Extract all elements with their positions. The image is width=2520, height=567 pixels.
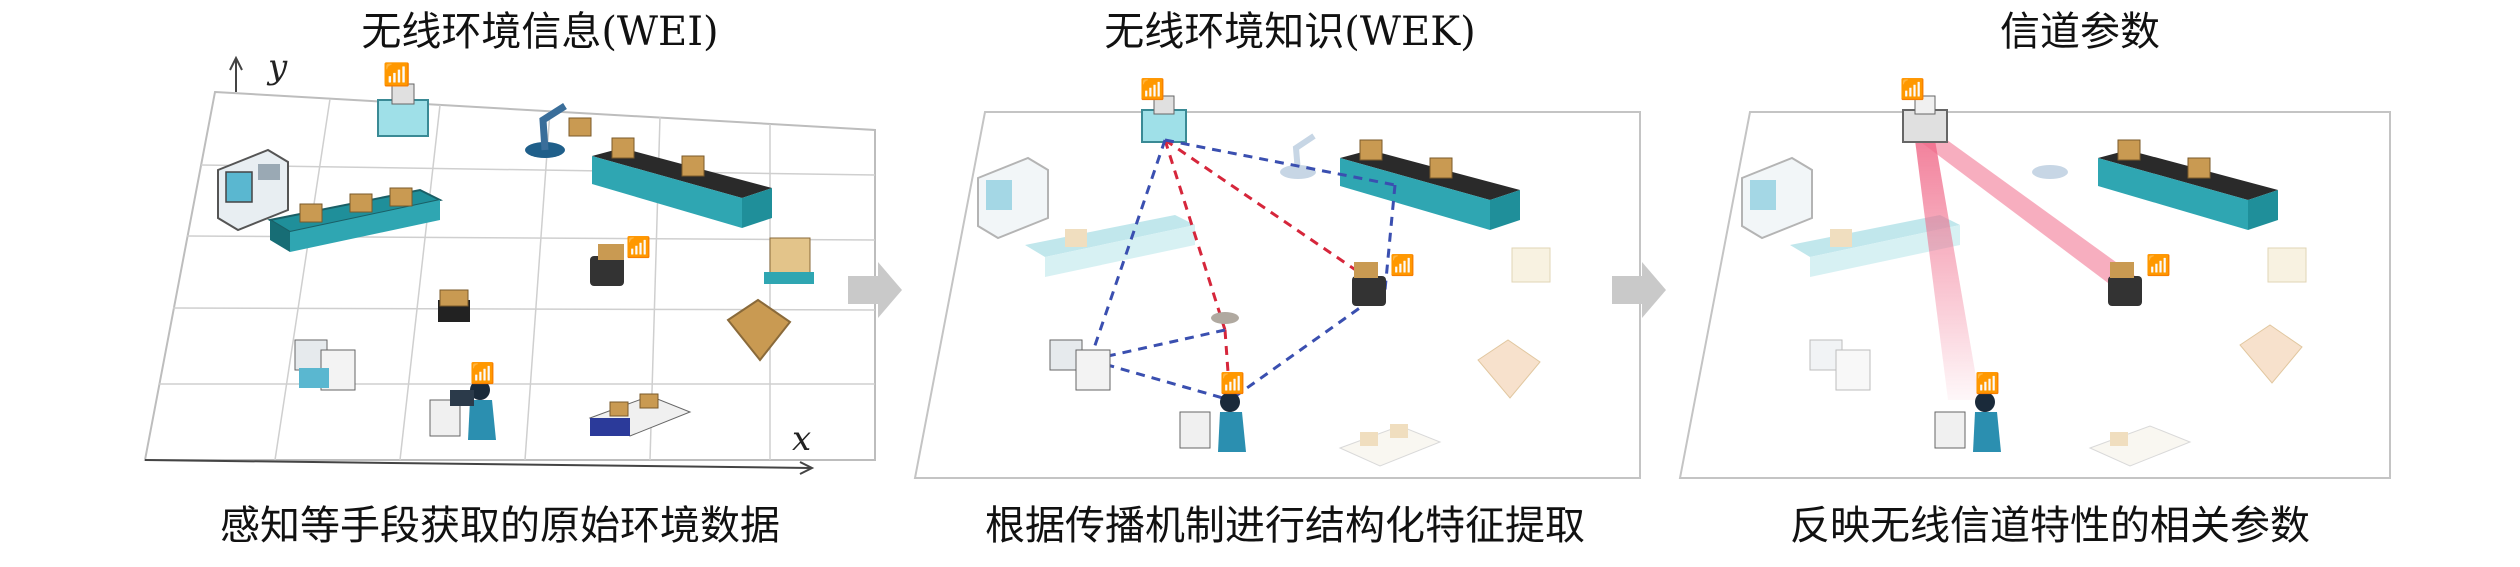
flow-arrow-2 xyxy=(1612,262,1666,318)
box-cart-bottom xyxy=(588,393,692,437)
robot-arm-faded xyxy=(2032,165,2068,179)
y-axis-label: y xyxy=(266,47,288,87)
x-axis-label: x xyxy=(792,419,811,459)
wifi-icon: 📶 xyxy=(1390,253,1415,277)
access-point-device xyxy=(377,83,429,137)
conveyor-faded xyxy=(1790,215,1960,277)
conveyor-belt-right xyxy=(2098,139,2278,230)
panel-1-title: 无线环境信息(WEI) xyxy=(361,9,719,55)
computer-terminal xyxy=(294,339,356,391)
panel-2-scene: 📶 📶 📶 xyxy=(913,77,1641,479)
conveyor-belt-right xyxy=(1340,139,1520,230)
cnc-machine-faded xyxy=(977,156,1049,240)
wifi-icon: 📶 xyxy=(470,361,495,385)
conveyor-belt-right xyxy=(592,137,772,228)
panel-3-scene: 📶 📶 📶 xyxy=(1678,77,2391,479)
propagation-links xyxy=(1088,138,1397,402)
operator-desk xyxy=(1934,392,2001,452)
wifi-icon: 📶 xyxy=(1220,371,1245,395)
wifi-icon: 📶 xyxy=(1140,77,1165,101)
link-red-2 xyxy=(1164,138,1386,292)
link-red-1 xyxy=(1163,139,1227,331)
conveyor-faded xyxy=(1025,215,1195,277)
wifi-icon: 📶 xyxy=(1975,371,2000,395)
link-red-3 xyxy=(1223,329,1232,401)
box-cart-faded xyxy=(1338,424,1442,467)
cnc-machine-faded xyxy=(1741,156,1813,240)
computer-faded xyxy=(1809,339,1871,391)
pyramid-box-faded xyxy=(1477,339,1541,399)
box-faded xyxy=(2267,247,2307,283)
agv-robot xyxy=(1352,262,1386,306)
reflector-disc xyxy=(1211,312,1239,324)
pyramid-box-faded xyxy=(2239,324,2303,384)
link-blue-4 xyxy=(1089,358,1231,402)
box-cart-faded xyxy=(2088,425,2192,467)
beam-to-operator xyxy=(1915,140,1980,400)
cart-boxes xyxy=(764,237,814,284)
agv-robot xyxy=(2108,262,2142,306)
wifi-icon: 📶 xyxy=(626,235,651,259)
wifi-icon: 📶 xyxy=(1900,77,1925,101)
panel-2-caption: 根据传播机制进行结构化特征提取 xyxy=(985,503,1585,549)
robot-arm xyxy=(525,103,592,158)
axis-arrows xyxy=(144,55,815,475)
box-cart xyxy=(438,289,470,322)
flow-arrow-1 xyxy=(848,262,902,318)
beam-to-agv xyxy=(1918,132,2138,292)
panel-3-caption: 反映无线信道特性的相关参数 xyxy=(1790,503,2310,549)
wifi-icon: 📶 xyxy=(2146,253,2171,277)
access-point-device xyxy=(1141,95,1187,143)
agv-robot xyxy=(590,244,624,286)
link-blue-3 xyxy=(1383,184,1397,291)
wifi-icon: 📶 xyxy=(383,62,410,88)
panel-1-caption: 感知等手段获取的原始环境数据 xyxy=(220,503,780,549)
access-point-device xyxy=(1902,95,1948,143)
link-blue-1 xyxy=(1088,139,1167,361)
link-blue-6 xyxy=(1089,328,1226,362)
panel-1-scene: y x 📶 xyxy=(143,47,876,475)
box-faded xyxy=(1511,247,1551,283)
link-blue-2 xyxy=(1164,138,1396,187)
operator-desk xyxy=(1179,392,1246,452)
computer-terminal xyxy=(1049,339,1111,391)
panel-3-title: 信道参数 xyxy=(2000,9,2160,55)
panel-2-title: 无线环境知识(WEK) xyxy=(1104,9,1476,55)
cnc-machine xyxy=(217,148,289,232)
pyramid-box xyxy=(726,298,792,362)
conveyor-belt-left xyxy=(267,187,444,252)
operator-desk xyxy=(429,380,496,440)
